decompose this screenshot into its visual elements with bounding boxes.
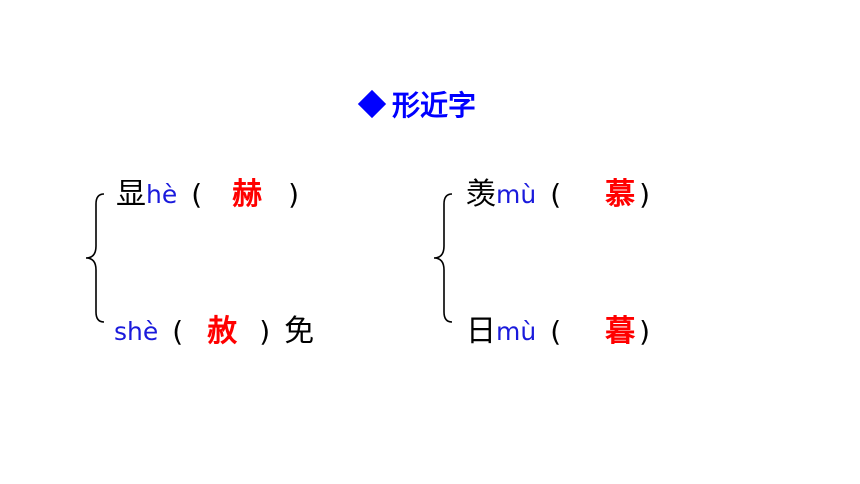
section-title-text: 形近字: [392, 89, 477, 122]
right-brace: [433, 193, 453, 323]
group1-top-close-paren: ): [288, 178, 300, 211]
section-title: 形近字: [357, 84, 477, 124]
group1-top-answer: 赫: [232, 177, 263, 212]
group1-bottom-pinyin: shè: [114, 317, 159, 346]
group2-bottom-close-paren: ): [639, 315, 651, 348]
group2-bottom-prefix: 日: [466, 314, 496, 349]
group2-top-answer: 慕: [605, 177, 636, 212]
group1-bottom-row: shè ( 赦 ) 免: [114, 312, 314, 352]
diamond-icon: [357, 89, 387, 119]
group2-top-close-paren: ): [639, 178, 651, 211]
group2-top-pinyin: mù: [496, 180, 537, 209]
group1-top-prefix: 显: [116, 177, 146, 212]
group2-bottom-pinyin: mù: [496, 317, 537, 346]
group2-top-open-paren: (: [550, 178, 562, 211]
group1-bottom-open-paren: (: [172, 315, 184, 348]
group1-bottom-suffix: 免: [284, 314, 315, 349]
group2-top-prefix: 羡: [466, 177, 496, 212]
left-brace: [85, 193, 105, 323]
group2-bottom-row: 日 mù ( 暮 ): [466, 312, 650, 352]
group1-top-open-paren: (: [191, 178, 203, 211]
group1-bottom-answer: 赦: [207, 314, 238, 349]
group1-top-pinyin: hè: [146, 180, 178, 209]
group2-bottom-answer: 暮: [605, 314, 636, 349]
group2-top-row: 羡 mù ( 慕 ): [466, 175, 650, 215]
group2-bottom-open-paren: (: [550, 315, 562, 348]
group1-bottom-close-paren: ): [259, 315, 271, 348]
group1-top-row: 显 hè ( 赫 ): [116, 175, 299, 215]
